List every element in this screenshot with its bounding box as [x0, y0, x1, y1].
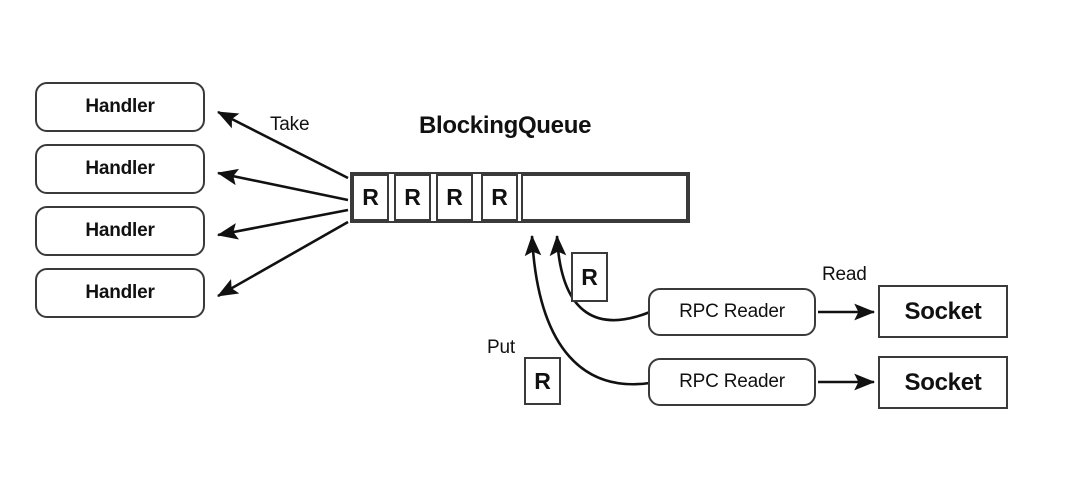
blockingqueue-title: BlockingQueue [419, 112, 592, 139]
queue-cell-2[interactable]: R [394, 174, 431, 221]
socket-box-1[interactable]: Socket [878, 285, 1008, 338]
queue-empty-slot[interactable] [521, 174, 688, 221]
handler-label-4: Handler [85, 282, 155, 303]
rpc-reader-box-1[interactable]: RPC Reader [648, 288, 816, 336]
queue-cell-label-2: R [404, 184, 421, 210]
request-token-2: R [524, 357, 561, 405]
queue-cell-label-4: R [491, 184, 508, 210]
take-arrows [216, 110, 349, 298]
rpc-reader-label-1: RPC Reader [679, 301, 785, 322]
take-arrow-handler-2 [216, 168, 349, 202]
queue-cell-3[interactable]: R [436, 174, 473, 221]
handler-label-3: Handler [85, 220, 155, 241]
socket-label-2: Socket [904, 368, 982, 396]
put-label: Put [487, 337, 515, 358]
take-label: Take [270, 114, 310, 135]
handler-label-2: Handler [85, 158, 155, 179]
handler-box-4[interactable]: Handler [35, 268, 205, 318]
socket-label-1: Socket [904, 297, 982, 325]
queue-cell-label-1: R [362, 184, 379, 210]
take-arrow-handler-4 [217, 220, 349, 298]
read-arrows [818, 303, 876, 391]
request-token-label-2: R [534, 367, 551, 394]
take-arrow-handler-3 [216, 208, 349, 240]
handler-label-1: Handler [85, 96, 155, 117]
queue-cell-label-3: R [446, 184, 463, 210]
rpc-reader-label-2: RPC Reader [679, 371, 785, 392]
handler-box-3[interactable]: Handler [35, 206, 205, 256]
request-token-1: R [571, 252, 608, 302]
handler-box-1[interactable]: Handler [35, 82, 205, 132]
rpc-reader-box-2[interactable]: RPC Reader [648, 358, 816, 406]
queue-cell-4[interactable]: R [481, 174, 518, 221]
read-label: Read [822, 264, 867, 285]
queue-cell-1[interactable]: R [352, 174, 389, 221]
handler-box-2[interactable]: Handler [35, 144, 205, 194]
request-token-label-1: R [581, 263, 598, 290]
socket-box-2[interactable]: Socket [878, 356, 1008, 409]
